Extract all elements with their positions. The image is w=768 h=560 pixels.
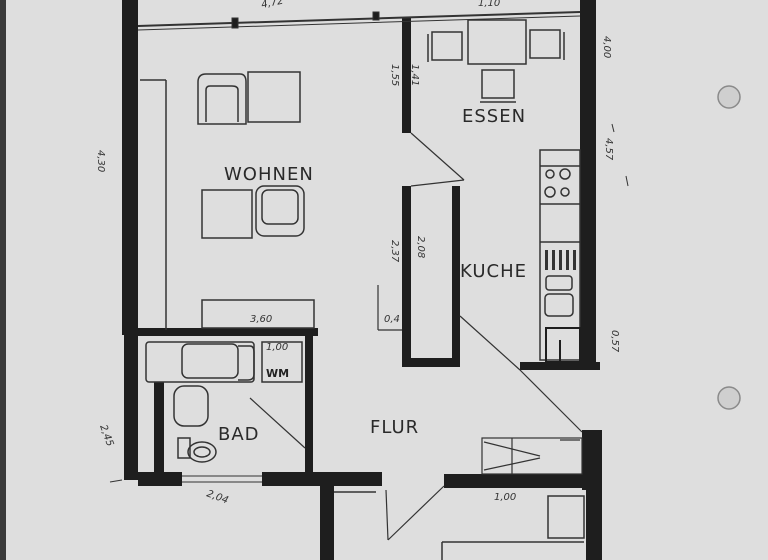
- dimension-wohnen-bottom: 3,60: [250, 314, 272, 325]
- dining-table-icon: [467, 19, 527, 65]
- dimension-kitchen-right: 2,08: [415, 236, 426, 258]
- dimension-tick: [109, 479, 123, 483]
- door-swing-icon: [377, 285, 521, 371]
- walls: [122, 0, 602, 560]
- sink-icon: [544, 250, 576, 317]
- door-swing-icon: [249, 397, 306, 449]
- dimension-kitchen-stub: 0,4: [384, 314, 400, 325]
- dimension-top-right: 1,10: [478, 0, 500, 9]
- door-swing-icon: [410, 132, 465, 187]
- armchair-icon: [255, 185, 305, 237]
- room-label-essen: ESSEN: [462, 106, 526, 127]
- dimension-tick: [611, 123, 615, 133]
- dimension-wm-niche: 1,00: [266, 342, 288, 353]
- dimension-kitchen-left: 2,37: [389, 240, 400, 263]
- room-label-flur: FLUR: [370, 417, 419, 438]
- dimension-annotations: 4,72 1,10 1,55 1,41 4,00 4,57 4,30 2,37 …: [95, 0, 629, 506]
- door-swing-icon: [385, 369, 583, 541]
- dimension-right-top: 4,00: [601, 36, 612, 58]
- wohnen-side-window: [140, 79, 167, 330]
- room-label-wohnen: WOHNEN: [224, 164, 314, 185]
- dimension-right-mid: 4,57: [603, 138, 614, 161]
- coffee-table-icon: [201, 189, 253, 239]
- bathtub-icon: [145, 341, 255, 383]
- washing-machine-label: WM: [266, 367, 289, 380]
- dimension-flur-bottom: 1,00: [494, 492, 516, 503]
- dimension-left: 4,30: [95, 150, 106, 172]
- stove-icon: [544, 168, 571, 198]
- dimension-tick: [625, 175, 629, 187]
- wardrobe-icon: [481, 437, 583, 475]
- sofa-cushion-icon: [247, 71, 301, 123]
- dimension-essen-inner: 1,41: [409, 64, 420, 86]
- toilet-icon: [173, 385, 217, 463]
- bad-window: [182, 475, 262, 483]
- sideboard-icon: [201, 299, 315, 329]
- top-window: [137, 11, 581, 31]
- dimension-top-left: 4,72: [260, 0, 284, 11]
- kitchen-appliance-icon: [545, 327, 581, 363]
- dining-chair-icon: [427, 29, 565, 103]
- dimension-right-low: 0,57: [609, 330, 620, 353]
- wm-niche: WM: [261, 341, 303, 383]
- paper-edge-shadow: [0, 0, 6, 560]
- room-label-kuche: KUCHE: [460, 261, 527, 282]
- lower-room-outline: [334, 491, 585, 560]
- punch-hole-icon: [717, 85, 741, 410]
- dimension-essen-outer: 1,55: [389, 64, 400, 86]
- room-label-bad: BAD: [218, 424, 260, 445]
- armchair-icon: [197, 73, 247, 125]
